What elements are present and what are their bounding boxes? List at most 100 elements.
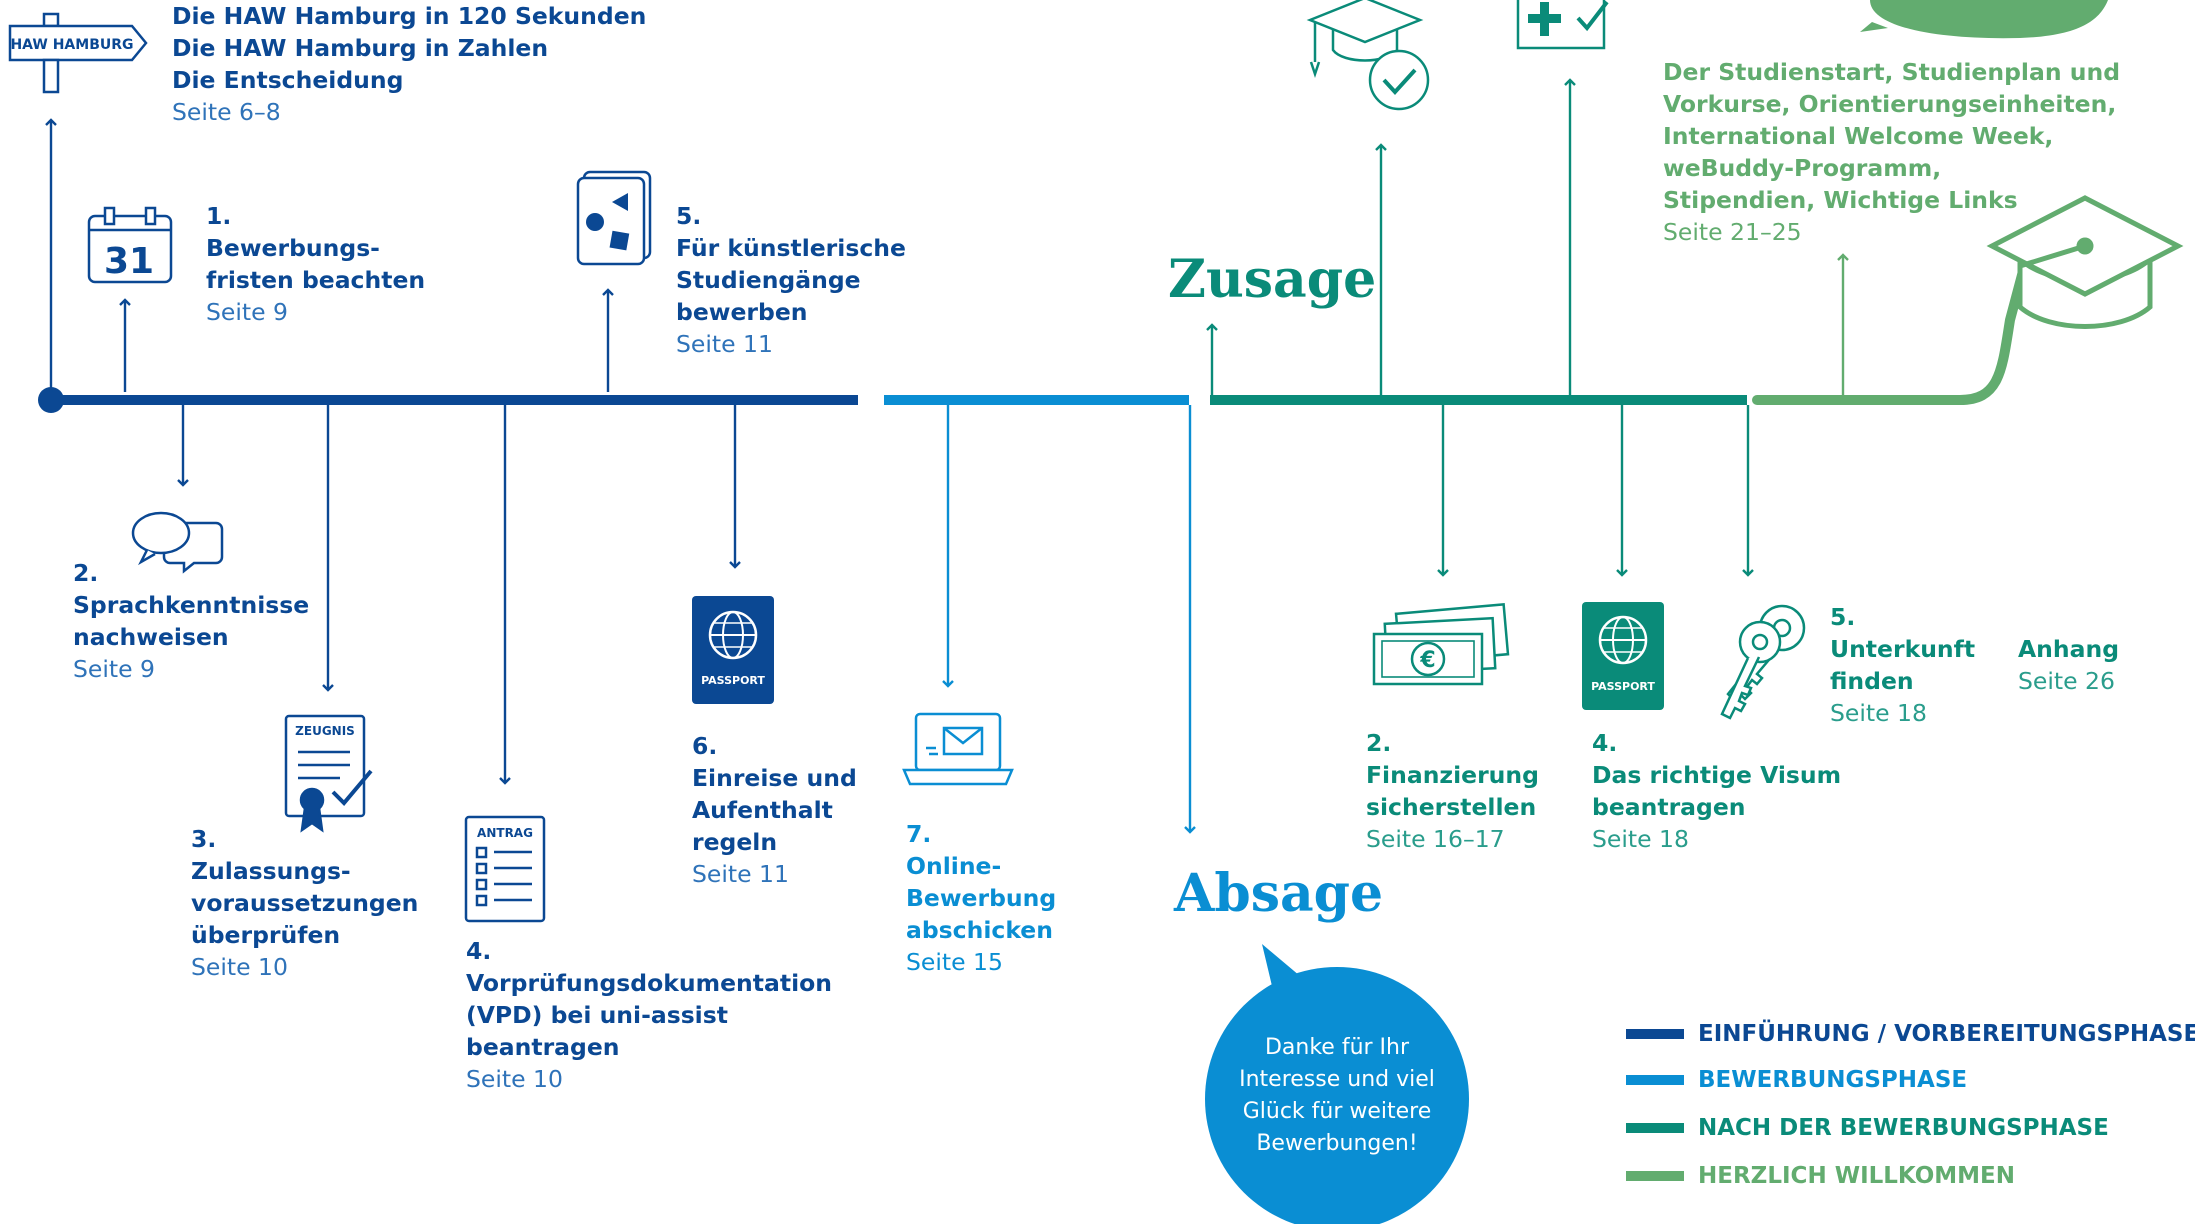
prep-step-2[interactable]: 2. Sprachkenntnisse nachweisen Seite 9 <box>73 557 309 685</box>
welcome-text: Der Studienstart, Studienplan und Vorkur… <box>1663 56 2120 248</box>
step-number: 2. <box>1366 729 1392 757</box>
step-title-line: beantragen <box>1592 793 1746 821</box>
prep-step-6[interactable]: 6. Einreise und Aufenthalt regeln Seite … <box>692 730 857 890</box>
welcome-line[interactable]: Der Studienstart, Studienplan und <box>1663 58 2121 86</box>
step-title-line: beantragen <box>466 1033 620 1061</box>
step-number: 4. <box>466 937 492 965</box>
step-title-line: bewerben <box>676 298 808 326</box>
absage-speech-bubble <box>1205 944 1469 1224</box>
intro-page: Seite 6–8 <box>172 98 281 126</box>
step-page: Seite 9 <box>206 298 288 326</box>
step-title-line: Aufenthalt <box>692 796 833 824</box>
zusage-label: Zusage <box>1168 249 1377 310</box>
svg-text:ANTRAG: ANTRAG <box>477 826 533 840</box>
step-number: 4. <box>1592 729 1618 757</box>
step-title-line: überprüfen <box>191 921 341 949</box>
intro-line-2[interactable]: Die HAW Hamburg in Zahlen <box>172 34 549 62</box>
laptop-mail-icon <box>902 712 1014 786</box>
step-title-line: Finanzierung <box>1366 761 1539 789</box>
prep-step-3[interactable]: 3. Zulassungs- voraussetzungen überprüfe… <box>191 823 418 983</box>
step-title-line: Online- <box>906 852 1002 880</box>
passport-teal-icon: PASSPORT <box>1582 602 1664 710</box>
step-title-line: Für künstlerische <box>676 234 906 262</box>
application-form-icon: ANTRAG <box>464 815 546 923</box>
step-title-line: voraussetzungen <box>191 889 419 917</box>
speech-bubbles-icon <box>131 511 224 574</box>
absage-label: Absage <box>1174 863 1384 924</box>
step-number: 5. <box>676 202 702 230</box>
step-page: Seite 18 <box>1830 699 1927 727</box>
arrows-preparation <box>45 118 741 785</box>
prep-step-4[interactable]: 4. Vorprüfungsdokumentation (VPD) bei un… <box>466 935 832 1095</box>
step-title-line: Studiengänge <box>676 266 861 294</box>
appendix[interactable]: Anhang Seite 26 <box>2018 633 2119 697</box>
health-insurance-icon <box>1516 0 1609 50</box>
step-title-line: Bewerbung <box>906 884 1057 912</box>
step-title-line: Bewerbungs- <box>206 234 380 262</box>
legend-label-after: NACH DER BEWERBUNGSPHASE <box>1698 1115 2109 1141</box>
art-shapes-icon <box>576 170 652 266</box>
step-number: 1. <box>206 202 232 230</box>
step-number: 7. <box>906 820 932 848</box>
step-number: 2. <box>73 559 99 587</box>
legend-swatches <box>1626 1029 1684 1181</box>
legend-label-application: BEWERBUNGSPHASE <box>1698 1067 1968 1093</box>
step-page: Seite 18 <box>1592 825 1689 853</box>
svg-text:ZEUGNIS: ZEUGNIS <box>295 724 355 738</box>
after-step-2[interactable]: 2. Finanzierung sicherstellen Seite 16–1… <box>1366 727 1539 855</box>
svg-text:PASSPORT: PASSPORT <box>701 674 765 687</box>
passport-icon: PASSPORT <box>692 596 774 704</box>
after-step-4[interactable]: 4. Das richtige Visum beantragen Seite 1… <box>1592 727 1841 855</box>
step-title-line: sicherstellen <box>1366 793 1537 821</box>
step-title-line: fristen beachten <box>206 266 426 294</box>
graduation-check-icon <box>1306 0 1430 111</box>
welcome-line[interactable]: weBuddy-Programm, <box>1663 154 1942 182</box>
step-title-line: (VPD) bei uni-assist <box>466 1001 728 1029</box>
application-step-7[interactable]: 7. Online- Bewerbung abschicken Seite 15 <box>906 818 1056 978</box>
welcome-line[interactable]: Vorkurse, Orientierungseinheiten, <box>1663 90 2117 118</box>
step-title-line: Einreise und <box>692 764 857 792</box>
calendar-icon: 31 <box>87 206 173 284</box>
step-page: Seite 11 <box>676 330 773 358</box>
step-page: Seite 15 <box>906 948 1003 976</box>
money-icon: € <box>1372 603 1510 686</box>
step-number: 3. <box>191 825 217 853</box>
signpost-icon: HAW HAMBURG <box>8 12 148 94</box>
svg-text:€: € <box>1419 648 1435 673</box>
intro-line-1[interactable]: Die HAW Hamburg in 120 Sekunden <box>172 2 647 30</box>
arrows-after <box>1206 78 1754 577</box>
step-page: Seite 10 <box>466 1065 563 1093</box>
welcome-page: Seite 21–25 <box>1663 218 1802 246</box>
keys-icon <box>1720 604 1806 720</box>
welcome-line[interactable]: Stipendien, Wichtige Links <box>1663 186 2018 214</box>
step-title-line: Das richtige Visum <box>1592 761 1842 789</box>
step-number: 6. <box>692 732 718 760</box>
legend-label-preparation: EINFÜHRUNG / VORBEREITUNGSPHASE <box>1698 1021 2195 1047</box>
svg-text:31: 31 <box>104 241 154 282</box>
after-step-5[interactable]: 5. Unterkunft finden Seite 18 <box>1830 601 1975 729</box>
step-title-line: Sprachkenntnisse <box>73 591 310 619</box>
step-title-line: abschicken <box>906 916 1053 944</box>
absage-message: Danke für Ihr Interesse und viel Glück f… <box>1239 1035 1435 1156</box>
step-title-line: regeln <box>692 828 778 856</box>
step-title-line: finden <box>1830 667 1914 695</box>
step-page: Seite 9 <box>73 655 155 683</box>
appendix-page: Seite 26 <box>2018 667 2115 695</box>
graduation-hat-icon <box>1986 195 2184 329</box>
step-title-line: Zulassungs- <box>191 857 351 885</box>
step-page: Seite 10 <box>191 953 288 981</box>
welcome-line[interactable]: International Welcome Week, <box>1663 122 2054 150</box>
certificate-icon: ZEUGNIS <box>284 714 373 833</box>
timeline-main <box>38 240 2035 413</box>
prep-step-1[interactable]: 1. Bewerbungs- fristen beachten Seite 9 <box>206 200 425 328</box>
intro-line-3[interactable]: Die Entscheidung <box>172 66 404 94</box>
signpost-label: HAW HAMBURG <box>10 37 133 53</box>
prep-step-5[interactable]: 5. Für künstlerische Studiengänge bewerb… <box>676 200 906 360</box>
step-page: Seite 16–17 <box>1366 825 1505 853</box>
welcome-bubble <box>1860 0 2108 39</box>
arrows-application <box>942 405 1196 834</box>
step-page: Seite 11 <box>692 860 789 888</box>
timeline-segment-welcome <box>1752 240 2035 405</box>
step-number: 5. <box>1830 603 1856 631</box>
